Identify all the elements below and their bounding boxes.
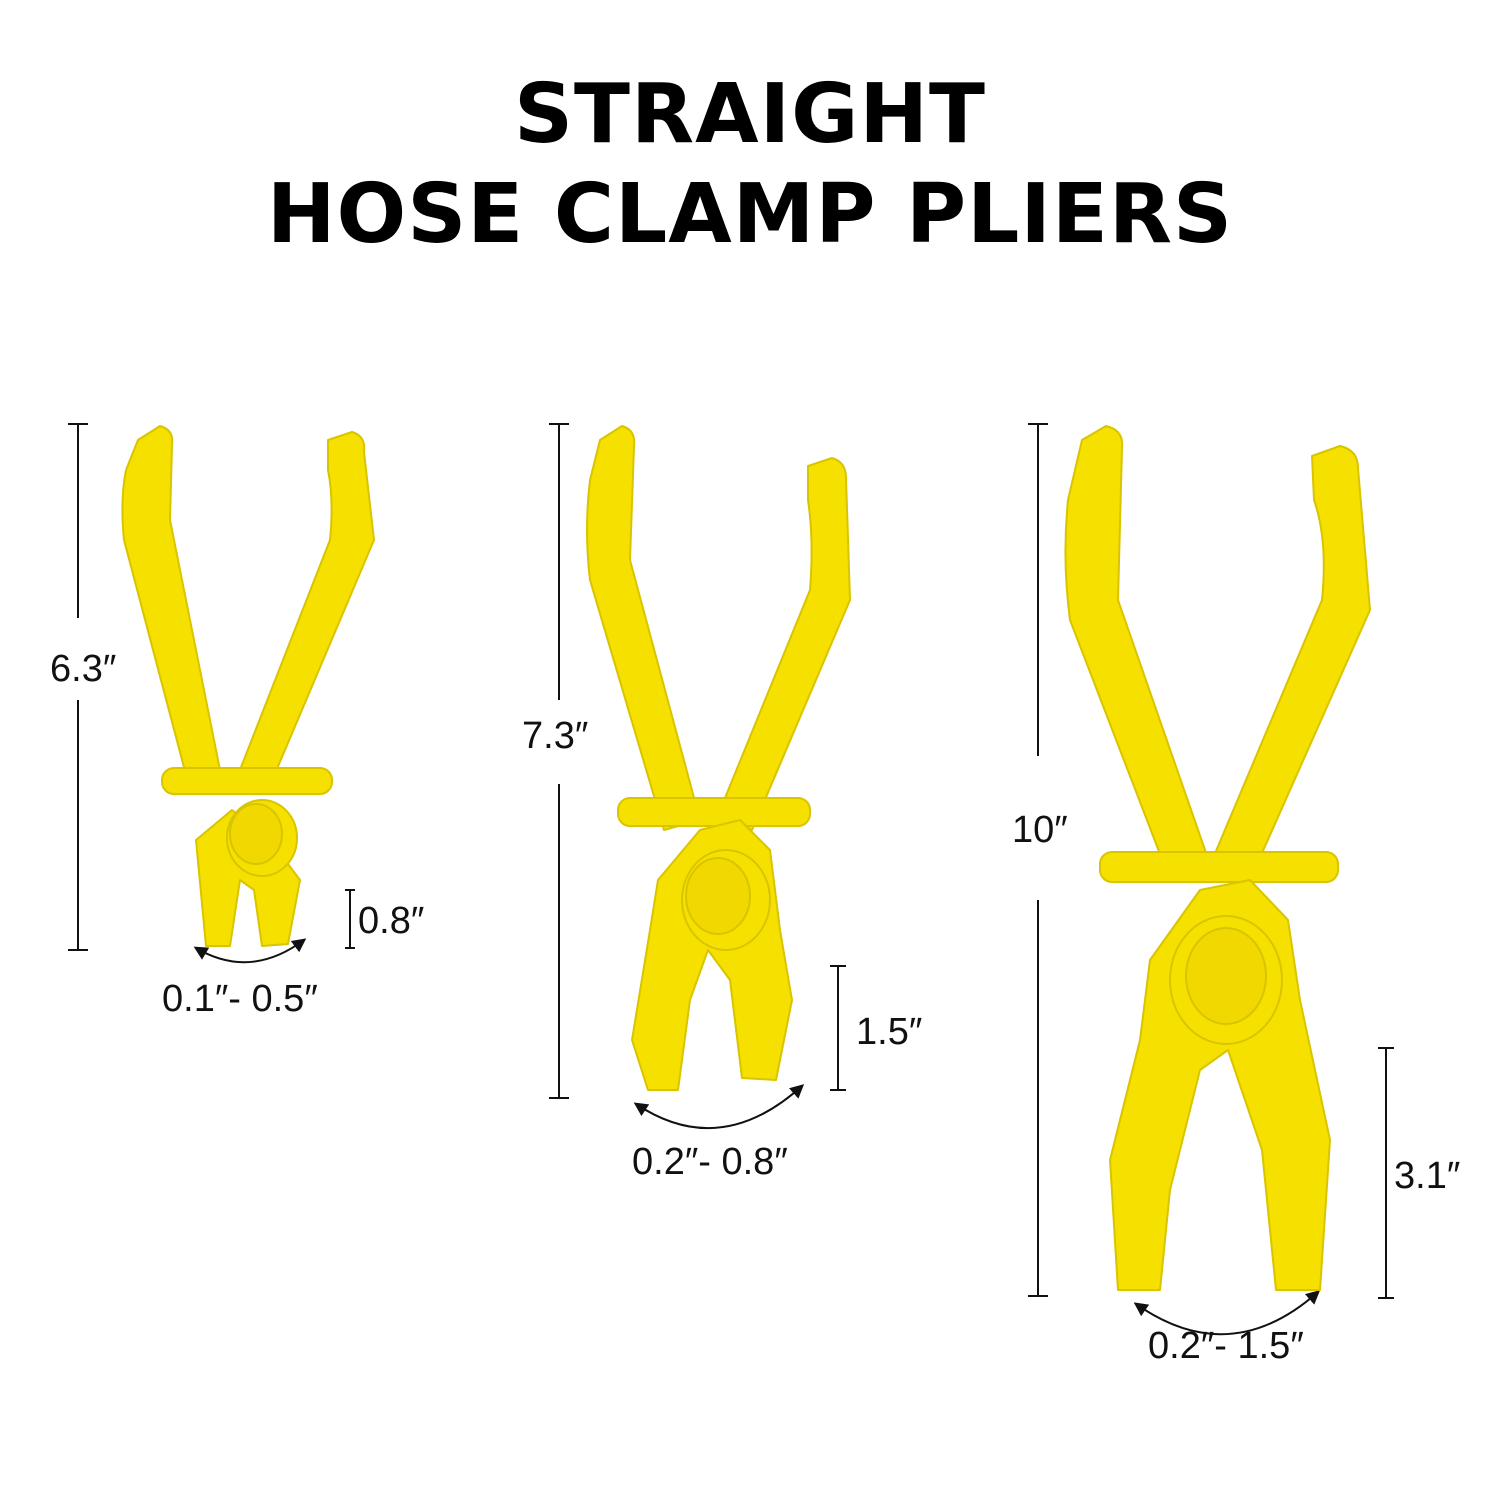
small-plier-body (121, 425, 375, 947)
large-plier-range-label: 0.2″- 1.5″ (1148, 1325, 1304, 1367)
small-plier-dimension-lines (68, 423, 355, 964)
small-plier-jaw-label: 0.8″ (358, 900, 424, 942)
small-plier-range-label: 0.1″- 0.5″ (162, 978, 318, 1020)
medium-plier-length-label: 7.3″ (522, 715, 588, 757)
title-line-1: STRAIGHT (514, 67, 986, 162)
medium-plier-range-label: 0.2″- 0.8″ (632, 1141, 788, 1183)
large-plier-body (1064, 425, 1371, 1291)
large-plier-length-label: 10″ (1012, 809, 1068, 851)
small-plier-length-label: 6.3″ (50, 648, 116, 690)
medium-plier-dimension-lines (549, 423, 846, 1129)
medium-plier: 7.3″ 1.5″ 0.2″- 0.8″ (522, 423, 922, 1183)
large-plier-jaw-label: 3.1″ (1394, 1155, 1460, 1197)
title-line-2: HOSE CLAMP PLIERS (266, 167, 1234, 262)
small-plier: 6.3″ 0.8″ 0.1″- 0.5″ (50, 423, 424, 1020)
large-plier-dimension-lines (1028, 423, 1394, 1336)
large-plier: 10″ 3.1″ 0.2″- 1.5″ (1012, 423, 1460, 1367)
medium-plier-body (586, 425, 851, 1091)
medium-plier-jaw-label: 1.5″ (856, 1011, 922, 1053)
